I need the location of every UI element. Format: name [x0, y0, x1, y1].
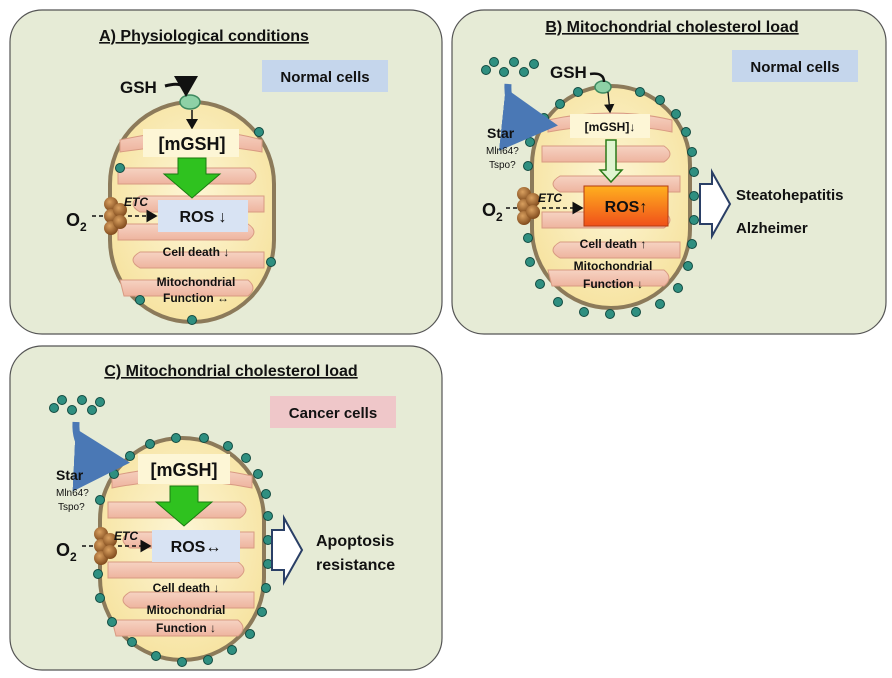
panel-c-outcome1: Apoptosis	[316, 533, 394, 550]
panel-c-cell-death: Cell death ↓	[153, 581, 220, 595]
panel-c-title: C) Mitochondrial cholesterol load	[104, 363, 357, 380]
svg-text:O2: O2	[56, 540, 77, 564]
panel-a-o2: O	[66, 210, 80, 230]
panel-b-o2-sub: 2	[496, 210, 503, 224]
panel-c-star: Star	[56, 467, 84, 483]
panel-a-etc: ETC	[124, 195, 148, 209]
panel-c-etc: ETC	[114, 529, 138, 543]
panel-b-etc: ETC	[538, 191, 562, 205]
panel-c-mln64: Mln64?	[56, 488, 89, 499]
panel-b-etc-complex	[517, 187, 540, 225]
panel-c-etc-complex	[94, 527, 117, 565]
svg-text:O2: O2	[482, 200, 503, 224]
panel-a-etc-complex	[104, 197, 127, 235]
panel-b-green-arrow	[598, 139, 624, 184]
panel-b-star-arrow	[498, 83, 558, 151]
panel-b-outcome1: Steatohepatitis	[736, 187, 844, 204]
panel-b-cell-death: Cell death ↑	[580, 237, 647, 251]
panel-b-mgsh: [mGSH]↓	[585, 120, 636, 134]
panel-a-mgsh-box	[143, 129, 239, 157]
panel-a-gsh: GSH	[120, 78, 157, 97]
panel-c-mito-line2: Function ↓	[156, 621, 216, 635]
panel-a-mito-line2: Function ↔	[163, 291, 229, 305]
panel-c-o2-sub: 2	[70, 550, 77, 564]
panel-c-cholesterol-cluster	[49, 395, 105, 415]
panel-b-gsh: GSH	[550, 63, 587, 82]
panel-c-ros: ROS↔	[171, 539, 222, 556]
svg-text:O2: O2	[66, 210, 87, 234]
panel-c-mito-line1: Mitochondrial	[147, 603, 226, 617]
panel-b: B) Mitochondrial cholesterol load Normal…	[451, 9, 887, 335]
panel-c-cell-badge-bg	[270, 396, 396, 428]
panel-a: A) Physiological conditions Normal cells	[9, 9, 443, 335]
panel-b-tspo: Tspo?	[489, 160, 516, 171]
panel-c-star-arrow	[72, 421, 130, 492]
panel-b-transport-arrow	[604, 91, 615, 114]
panel-c-outcome-arrow	[271, 514, 304, 586]
panel-a-cell-badge: Normal cells	[280, 69, 369, 86]
panel-c-mgsh-box	[138, 454, 230, 484]
panel-b-gsh-arrow	[589, 72, 606, 83]
panel-c-ros-box	[152, 530, 240, 562]
panel-b-cholesterol-cluster	[481, 57, 539, 77]
panel-b-ros: ROS↑	[605, 199, 648, 216]
panel-c-mgsh: [mGSH]	[151, 460, 218, 480]
panel-b-outcome-arrow	[699, 168, 732, 240]
panel-a-title: A) Physiological conditions	[99, 28, 309, 45]
panel-b-o2: O	[482, 200, 496, 220]
panel-b-cell-badge: Normal cells	[750, 59, 839, 76]
panel-b-title: B) Mitochondrial cholesterol load	[545, 19, 798, 36]
panel-a-mgsh: [mGSH]	[159, 134, 226, 154]
panel-a-gsh-arrow	[164, 75, 198, 97]
panel-c-o2: O	[56, 540, 70, 560]
panel-a-green-arrow	[162, 157, 222, 199]
panel-b-mgsh-box	[570, 114, 650, 138]
panel-c-outcome2: resistance	[316, 557, 395, 574]
panel-b-mito-line2: Function ↓	[583, 277, 643, 291]
panel-b-outcome2: Alzheimer	[736, 220, 808, 237]
panel-b-ros-box	[583, 185, 669, 227]
panel-a-o2-sub: 2	[80, 220, 87, 234]
panel-b-cell-badge-bg	[732, 50, 858, 82]
panel-c: C) Mitochondrial cholesterol load Cancer…	[9, 345, 443, 671]
panel-a-ros: ROS ↓	[179, 209, 226, 226]
panel-a-mito-line1: Mitochondrial	[157, 275, 236, 289]
panel-c-cell-badge: Cancer cells	[289, 405, 377, 422]
panel-b-mito-line1: Mitochondrial	[574, 259, 653, 273]
panel-b-mln64: Mln64?	[486, 146, 519, 157]
panel-a-cell-death: Cell death ↓	[163, 245, 230, 259]
panel-b-star: Star	[487, 125, 515, 141]
panel-a-ros-box	[158, 200, 248, 232]
panel-c-tspo: Tspo?	[58, 502, 85, 513]
panel-a-cell-badge-bg	[262, 60, 388, 92]
panel-c-green-arrow	[154, 485, 214, 527]
